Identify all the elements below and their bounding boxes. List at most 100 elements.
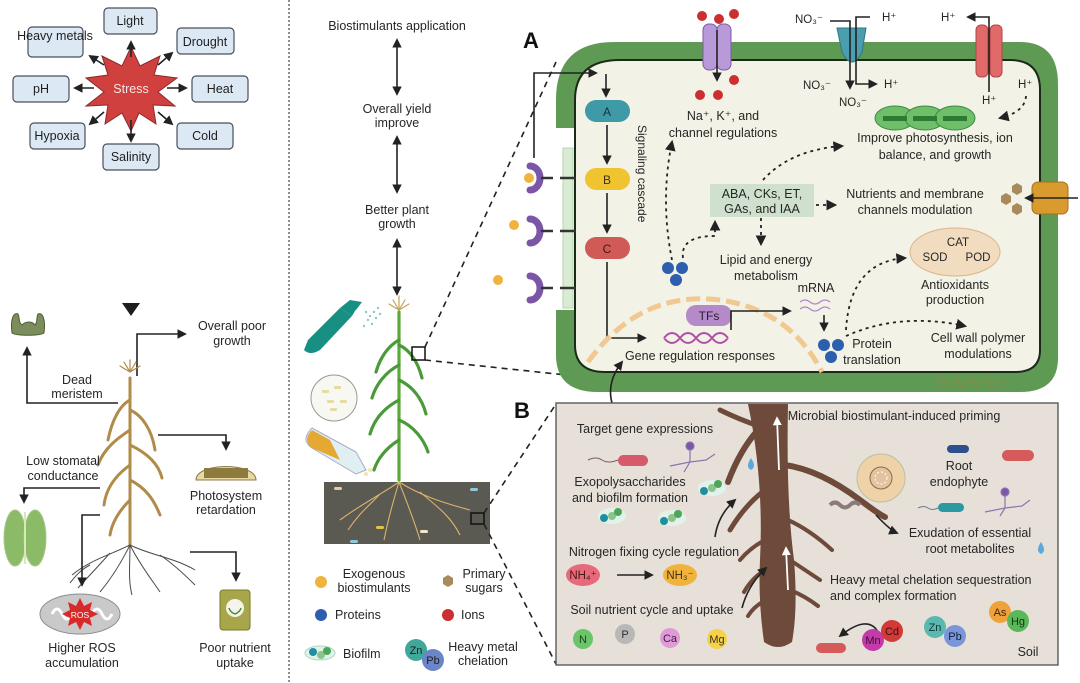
endophyte-icon bbox=[947, 445, 969, 453]
svg-text:Zn: Zn bbox=[410, 645, 423, 657]
lipid-line2: metabolism bbox=[734, 269, 798, 283]
legend-sugars-line1: Primary bbox=[462, 567, 506, 581]
soil-nutrient-label: Soil nutrient cycle and uptake bbox=[570, 603, 733, 617]
zoom-box-soil bbox=[470, 512, 485, 525]
legend-metals-line2: chelation bbox=[458, 654, 508, 668]
legend-proteins-label: Proteins bbox=[335, 608, 381, 622]
nutrients-line1: Nutrients and membrane bbox=[846, 187, 984, 201]
svg-text:Salinity: Salinity bbox=[111, 150, 152, 164]
legend-sugars-swatch bbox=[443, 575, 453, 587]
stomata-icon bbox=[3, 509, 47, 567]
metal-as bbox=[989, 601, 1011, 623]
heavy-metal-line2: and complex formation bbox=[830, 589, 957, 603]
target-gene-label: Target gene expressions bbox=[577, 422, 713, 436]
svg-text:Pb: Pb bbox=[426, 655, 439, 667]
nh4-label: NH₄⁺ bbox=[569, 570, 596, 582]
legend-exogenous-swatch bbox=[315, 576, 327, 588]
ros-badge: ROS bbox=[71, 610, 90, 620]
panel-b: B Microbial biostimulant-induced priming… bbox=[514, 398, 1059, 666]
svg-text:Mn: Mn bbox=[865, 635, 880, 647]
biostimulant-molecule bbox=[493, 275, 503, 285]
panel-b-letter: B bbox=[514, 398, 530, 423]
stressor-drought: Drought bbox=[176, 27, 235, 55]
metal-pb bbox=[944, 625, 966, 647]
nucleus-envelope bbox=[585, 296, 825, 374]
legend: Exogenous biostimulants Primary sugars P… bbox=[304, 567, 518, 671]
biostimulant-molecule bbox=[509, 220, 519, 230]
zoom-box-leaf bbox=[411, 346, 426, 361]
protein-translation-line2: translation bbox=[843, 353, 901, 367]
protein-translation-line1: Protein bbox=[852, 337, 892, 351]
cell-wall-polymer-icon bbox=[935, 373, 1005, 391]
svg-text:N: N bbox=[579, 634, 587, 646]
bacterium-icon bbox=[1002, 450, 1034, 461]
svg-text:Heavy metals: Heavy metals bbox=[17, 29, 93, 43]
metal-mn bbox=[862, 629, 884, 651]
svg-text:Mg: Mg bbox=[709, 634, 724, 646]
root-uptake-arrow bbox=[781, 546, 791, 591]
fungus-icon bbox=[669, 441, 716, 473]
lateral-roots bbox=[717, 407, 888, 618]
gene-regulation-label: Gene regulation responses bbox=[625, 349, 775, 363]
photosystem-line1: Photosystem bbox=[190, 489, 262, 503]
flagellum bbox=[587, 457, 619, 463]
legend-metals-line1: Heavy metal bbox=[448, 640, 517, 654]
stressor-ph: pH bbox=[12, 75, 70, 103]
svg-text:Drought: Drought bbox=[183, 35, 228, 49]
legend-sugars-line2: sugars bbox=[465, 581, 503, 595]
left-panel: Stress Light Drought Heat Cold bbox=[3, 7, 271, 670]
root-uptake-arrow bbox=[772, 416, 782, 471]
metal-cd bbox=[881, 620, 903, 642]
biofilm-cluster-icon bbox=[658, 510, 686, 526]
cascade-node-c bbox=[585, 237, 630, 259]
exopoly-line2: and biofilm formation bbox=[572, 491, 688, 505]
biofilm-cluster-icon bbox=[698, 480, 726, 496]
antioxidants-line2: production bbox=[926, 293, 984, 307]
ion-channel-line1: Na⁺, K⁺, and bbox=[687, 109, 759, 123]
svg-text:Cold: Cold bbox=[192, 129, 218, 143]
lipid-line1: Lipid and energy bbox=[720, 253, 813, 267]
stress-label: Stress bbox=[113, 82, 148, 96]
stress-arrows bbox=[73, 40, 188, 143]
ros-line1: Higher ROS bbox=[48, 641, 115, 655]
legend-metals-swatch: Zn Pb bbox=[405, 639, 444, 671]
nh3-bubble bbox=[663, 564, 697, 586]
dead-meristem-line2: meristem bbox=[51, 387, 102, 401]
stressor-cold: Cold bbox=[176, 122, 234, 150]
cell-wall-line2: modulations bbox=[944, 347, 1011, 361]
healthy-corn-plant-icon bbox=[368, 295, 430, 482]
dead-meristem-icon bbox=[11, 313, 45, 336]
svg-text:As: As bbox=[994, 607, 1007, 619]
h-inside: H⁺ bbox=[884, 79, 898, 91]
proton-pump-icon bbox=[966, 12, 1003, 92]
svg-text:Hg: Hg bbox=[1011, 616, 1025, 628]
middle-panel: Biostimulants application Overall yield … bbox=[304, 19, 661, 671]
dry-corn-plant-icon bbox=[96, 359, 164, 547]
stress-down-arrowhead bbox=[122, 303, 140, 316]
no3-inside-2: NO₃⁻ bbox=[839, 97, 867, 109]
tfs-box bbox=[686, 305, 732, 326]
dead-meristem-line1: Dead bbox=[62, 373, 92, 387]
mrna-label: mRNA bbox=[798, 281, 835, 295]
enzyme-pod: POD bbox=[966, 252, 991, 264]
fertilizer-bag-icon bbox=[219, 589, 251, 631]
chain-yield-line1: Overall yield bbox=[363, 102, 432, 116]
photosynthesis-line2: balance, and growth bbox=[879, 148, 992, 162]
dna-icon bbox=[663, 332, 729, 344]
soil-block bbox=[324, 481, 490, 544]
nitrate-transporter-icon bbox=[830, 16, 878, 90]
enzyme-cat: CAT bbox=[947, 237, 969, 249]
poor-nutrient-line1: Poor nutrient bbox=[199, 641, 271, 655]
root-cross-section-icon bbox=[856, 453, 906, 503]
chain-yield-line2: improve bbox=[375, 116, 420, 130]
water-drop-icon bbox=[1038, 542, 1044, 554]
exopoly-line1: Exopolysaccharides bbox=[574, 475, 685, 489]
metal-hg bbox=[1007, 610, 1029, 632]
svg-text:Hypoxia: Hypoxia bbox=[34, 129, 79, 143]
zoom-line-a-top bbox=[424, 61, 557, 348]
svg-text:B: B bbox=[603, 173, 611, 187]
nh3-label: NH₃⁻ bbox=[666, 570, 693, 582]
svg-text:A: A bbox=[603, 105, 611, 119]
svg-text:Heat: Heat bbox=[207, 82, 234, 96]
receptor-stems bbox=[541, 176, 576, 290]
